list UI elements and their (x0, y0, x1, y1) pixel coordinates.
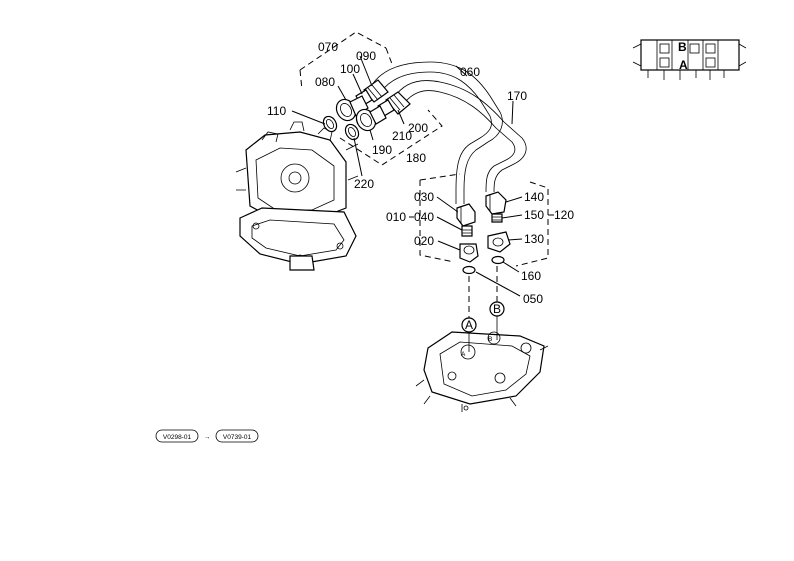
label-160: 160 (521, 269, 541, 283)
pipe-060-drawing (369, 61, 503, 204)
serial-to: V0739-01 (223, 434, 252, 441)
valve-mark-a: A (461, 351, 466, 358)
oring-160 (491, 255, 505, 265)
label-150: 150 (524, 208, 544, 222)
fitting-040 (461, 225, 473, 237)
label-210: 210 (392, 129, 412, 143)
serial-from: V0298-01 (163, 434, 192, 441)
oring-220 (344, 123, 360, 141)
group-120-outline (515, 181, 549, 267)
label-020: 020 (414, 234, 434, 248)
label-070: 070 (318, 40, 338, 54)
label-130: 130 (524, 232, 544, 246)
label-110: 110 (267, 104, 286, 118)
port-b-marker (489, 301, 505, 317)
group-070-outline (299, 31, 393, 91)
label-120: 120 (554, 208, 574, 222)
label-100: 100 (340, 62, 360, 76)
port-a-label: A (465, 318, 473, 332)
fitting-130 (487, 231, 511, 253)
fitting-150 (491, 213, 503, 223)
serial-range-note (155, 429, 259, 443)
group-010-outline (419, 173, 461, 263)
leader-lines (291, 55, 523, 297)
pump-body-drawing (235, 121, 359, 271)
label-080: 080 (315, 75, 335, 89)
fitting-190 (355, 105, 387, 132)
label-180: 180 (406, 151, 426, 165)
oring-050 (462, 265, 476, 275)
group-180-outline (339, 109, 443, 166)
fitting-030 (456, 203, 476, 227)
port-b-label: B (493, 302, 501, 316)
label-220: 220 (354, 177, 374, 191)
label-010: 010 (386, 210, 406, 224)
label-140: 140 (524, 190, 544, 204)
label-060: 060 (460, 65, 480, 79)
oring-110 (322, 115, 338, 133)
port-a-marker (461, 317, 477, 333)
serial-arrow: → (204, 434, 211, 441)
label-190: 190 (372, 143, 392, 157)
inset-port-a-label: A (679, 58, 688, 72)
label-030: 030 (414, 190, 434, 204)
fitting-140 (485, 191, 507, 215)
fitting-020 (459, 243, 479, 263)
pipe-170-drawing (393, 80, 527, 193)
label-170: 170 (507, 89, 527, 103)
label-040: 040 (414, 210, 434, 224)
label-050: 050 (523, 292, 543, 306)
valve-mark-b: B (488, 336, 492, 343)
label-200: 200 (408, 121, 428, 135)
label-090: 090 (356, 49, 376, 63)
valve-inset-drawing (632, 39, 747, 80)
inset-port-b-label: B (678, 40, 687, 54)
control-valve-drawing (415, 331, 549, 412)
